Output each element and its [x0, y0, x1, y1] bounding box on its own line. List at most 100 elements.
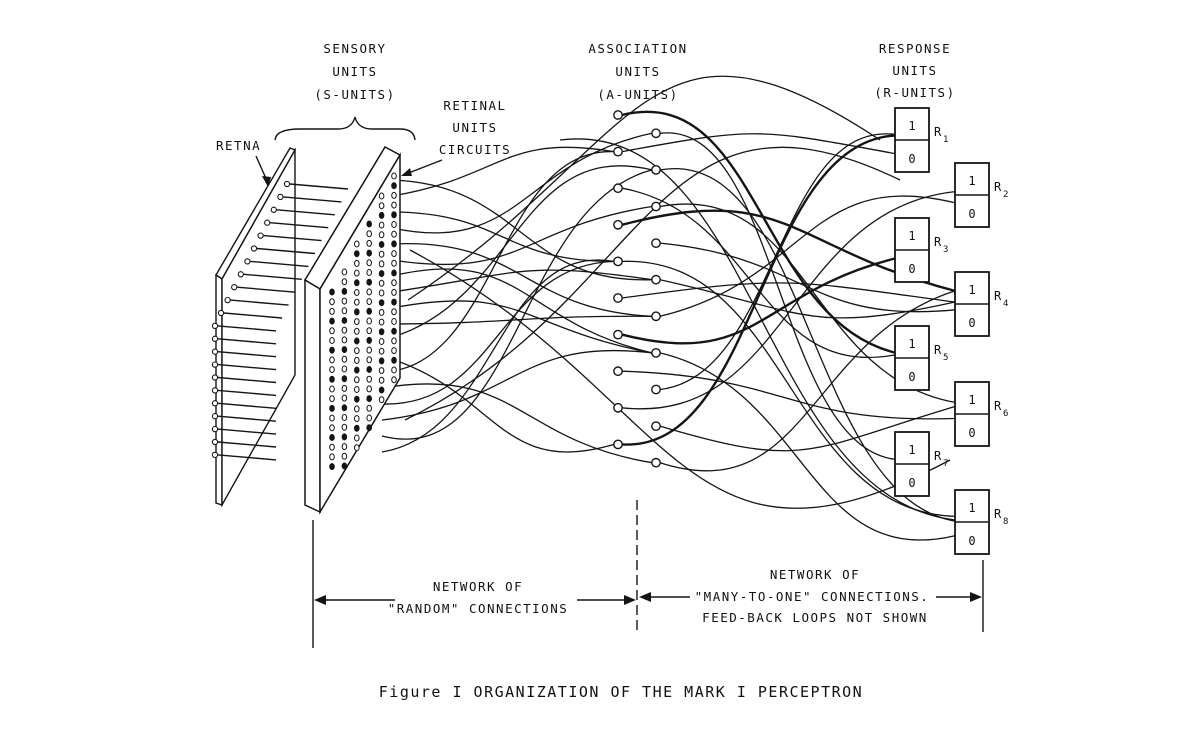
- sensory-cell: [378, 260, 385, 268]
- association-units: [613, 110, 661, 468]
- association-unit: [651, 164, 661, 175]
- sensory-cell: [341, 307, 348, 315]
- connection-wire: [621, 257, 896, 345]
- sensory-cell: [341, 394, 348, 402]
- retina-cell: [211, 348, 219, 355]
- sensory-cell: [329, 385, 335, 393]
- retina-connection: [270, 222, 329, 229]
- sensory-cell: [391, 308, 397, 316]
- sensory-cell: [329, 307, 335, 315]
- sensory-cell: [329, 434, 335, 441]
- response-unit-state-0: 0: [908, 262, 915, 276]
- sensory-cell: [354, 289, 360, 296]
- sensory-cell: [378, 318, 385, 326]
- retina-cell: [211, 413, 219, 420]
- response-unit-name: R: [934, 235, 942, 249]
- sensory-cell: [329, 298, 335, 306]
- retina-label: RETNA: [216, 138, 261, 153]
- retina-connection: [283, 196, 342, 203]
- retina-cell: [224, 296, 231, 304]
- sensory-cell: [378, 299, 385, 307]
- association-unit: [651, 128, 661, 139]
- response-unit-name: R: [934, 125, 942, 139]
- sensory-cell: [341, 384, 348, 392]
- sensory-cell: [378, 386, 385, 394]
- connection-wire: [621, 133, 896, 155]
- association-unit: [613, 110, 623, 120]
- connection-wire: [621, 370, 956, 420]
- sensory-cell: [391, 279, 397, 287]
- response-unit-state-0: 0: [968, 316, 975, 330]
- connection-wire: [621, 260, 956, 518]
- sensory-cell: [341, 452, 348, 460]
- response-unit-name: R: [934, 343, 942, 357]
- many-network-line-2: "MANY-TO-ONE" CONNECTIONS.: [695, 589, 930, 604]
- sensory-cell: [366, 298, 373, 306]
- sensory-cell: [391, 201, 397, 209]
- retina-cell: [270, 206, 277, 213]
- association-units-label: ASSOCIATION UNITS (A-UNITS): [588, 41, 686, 102]
- association-unit: [613, 183, 623, 194]
- response-unit-state-0: 0: [908, 370, 915, 384]
- sensory-cell: [391, 288, 397, 296]
- retina-connection: [263, 234, 322, 242]
- retinal-circuits-label: RETINAL UNITS CIRCUITS: [439, 98, 510, 157]
- retina-cell: [244, 258, 251, 265]
- sensory-cell: [354, 308, 360, 316]
- sensory-cell: [378, 250, 385, 258]
- sensory-cell: [329, 414, 335, 422]
- sensory-cell: [341, 278, 348, 286]
- sensory-cell: [378, 328, 385, 336]
- sensory-cell: [329, 327, 335, 335]
- sensory-cell: [341, 326, 348, 334]
- association-unit: [651, 384, 661, 395]
- connection-wire: [381, 383, 653, 464]
- sensory-cell: [391, 259, 397, 267]
- sensory-cell: [341, 443, 348, 451]
- connection-wire: [391, 211, 615, 263]
- sensory-cell: [378, 211, 385, 219]
- connection-wire: [391, 132, 653, 234]
- sensory-cell: [341, 423, 348, 431]
- response-unit-subscript: 3: [943, 245, 948, 255]
- response-unit-state-1: 1: [908, 443, 915, 457]
- retina-connection: [217, 389, 277, 397]
- retina-connection: [217, 402, 277, 409]
- sensory-cell: [354, 386, 360, 393]
- retina-cell: [217, 309, 225, 317]
- sensory-cell: [378, 221, 385, 229]
- sensory-cell: [378, 367, 385, 375]
- connection-wire: [409, 249, 951, 509]
- sensory-cell: [354, 415, 360, 423]
- sensory-cell: [354, 366, 360, 374]
- response-label-line-1: RESPONSE: [879, 41, 951, 56]
- association-unit: [613, 402, 623, 413]
- connection-wire: [391, 146, 615, 197]
- sensory-cell: [354, 444, 360, 452]
- response-unit-subscript: 2: [1003, 190, 1008, 200]
- association-unit: [613, 366, 623, 377]
- retina-connection: [217, 454, 277, 461]
- sensory-cell: [329, 375, 335, 383]
- association-unit: [613, 146, 623, 157]
- response-unit-subscript: 4: [1003, 299, 1008, 309]
- sensory-cell: [391, 191, 397, 199]
- sensory-plate: [303, 146, 402, 515]
- random-arrow-right-head: [624, 595, 636, 605]
- response-unit-name: R: [994, 399, 1002, 413]
- retina-cell: [237, 271, 244, 278]
- sensory-cell: [366, 249, 373, 257]
- sensory-cell: [378, 241, 385, 248]
- association-unit: [651, 274, 661, 285]
- sensory-cell: [366, 327, 373, 335]
- retina-cells: [211, 180, 291, 459]
- response-label-line-3: (R-UNITS): [874, 85, 955, 100]
- sensory-cell: [378, 376, 385, 384]
- retina-connection: [276, 209, 335, 216]
- association-unit: [651, 347, 661, 358]
